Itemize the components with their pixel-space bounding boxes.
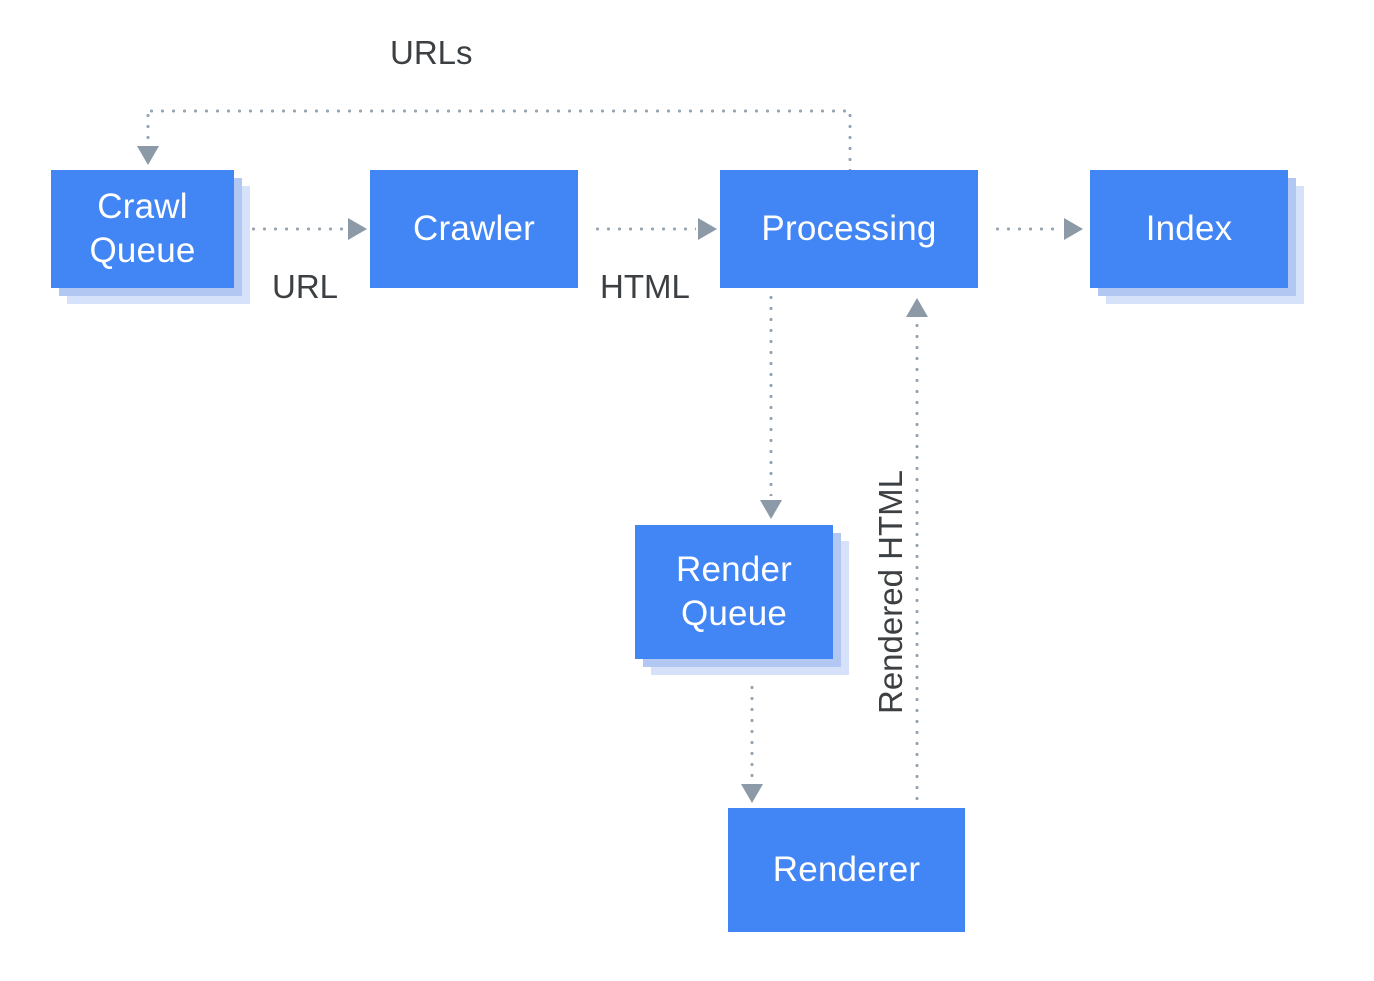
edge-processing-to-index	[992, 227, 1062, 231]
edge-processing-to-render-queue	[769, 292, 773, 496]
edge-label-rendered-html: Rendered HTML	[872, 470, 909, 714]
edge-label-url: URL	[272, 268, 339, 305]
edge-crawler-to-processing	[592, 227, 696, 231]
node-crawl-queue[interactable]: Crawl Queue	[51, 170, 234, 288]
node-index[interactable]: Index	[1090, 170, 1288, 288]
edge-renderer-to-processing	[915, 320, 919, 810]
edge-crawler-to-processing-arrowhead	[698, 218, 717, 240]
urls-edge-arrowhead	[137, 146, 159, 165]
edge-crawl-queue-to-crawler-arrowhead	[348, 218, 367, 240]
edge-processing-to-index-arrowhead	[1064, 218, 1083, 240]
edge-processing-to-render-queue-arrowhead	[760, 500, 782, 519]
urls-edge-drop-left	[146, 110, 150, 148]
urls-edge-top-run	[146, 109, 852, 113]
edge-crawl-queue-to-crawler	[248, 227, 346, 231]
node-render-queue[interactable]: Render Queue	[635, 525, 833, 659]
edge-label-urls: URLs	[390, 34, 473, 71]
edge-render-queue-to-renderer	[750, 682, 754, 780]
node-renderer[interactable]: Renderer	[728, 808, 965, 932]
node-crawler[interactable]: Crawler	[370, 170, 578, 288]
edge-label-html: HTML	[600, 268, 690, 305]
node-processing[interactable]: Processing	[720, 170, 978, 288]
edge-renderer-to-processing-arrowhead	[906, 298, 928, 317]
urls-edge-riser-right	[848, 110, 852, 172]
edge-render-queue-to-renderer-arrowhead	[741, 784, 763, 803]
